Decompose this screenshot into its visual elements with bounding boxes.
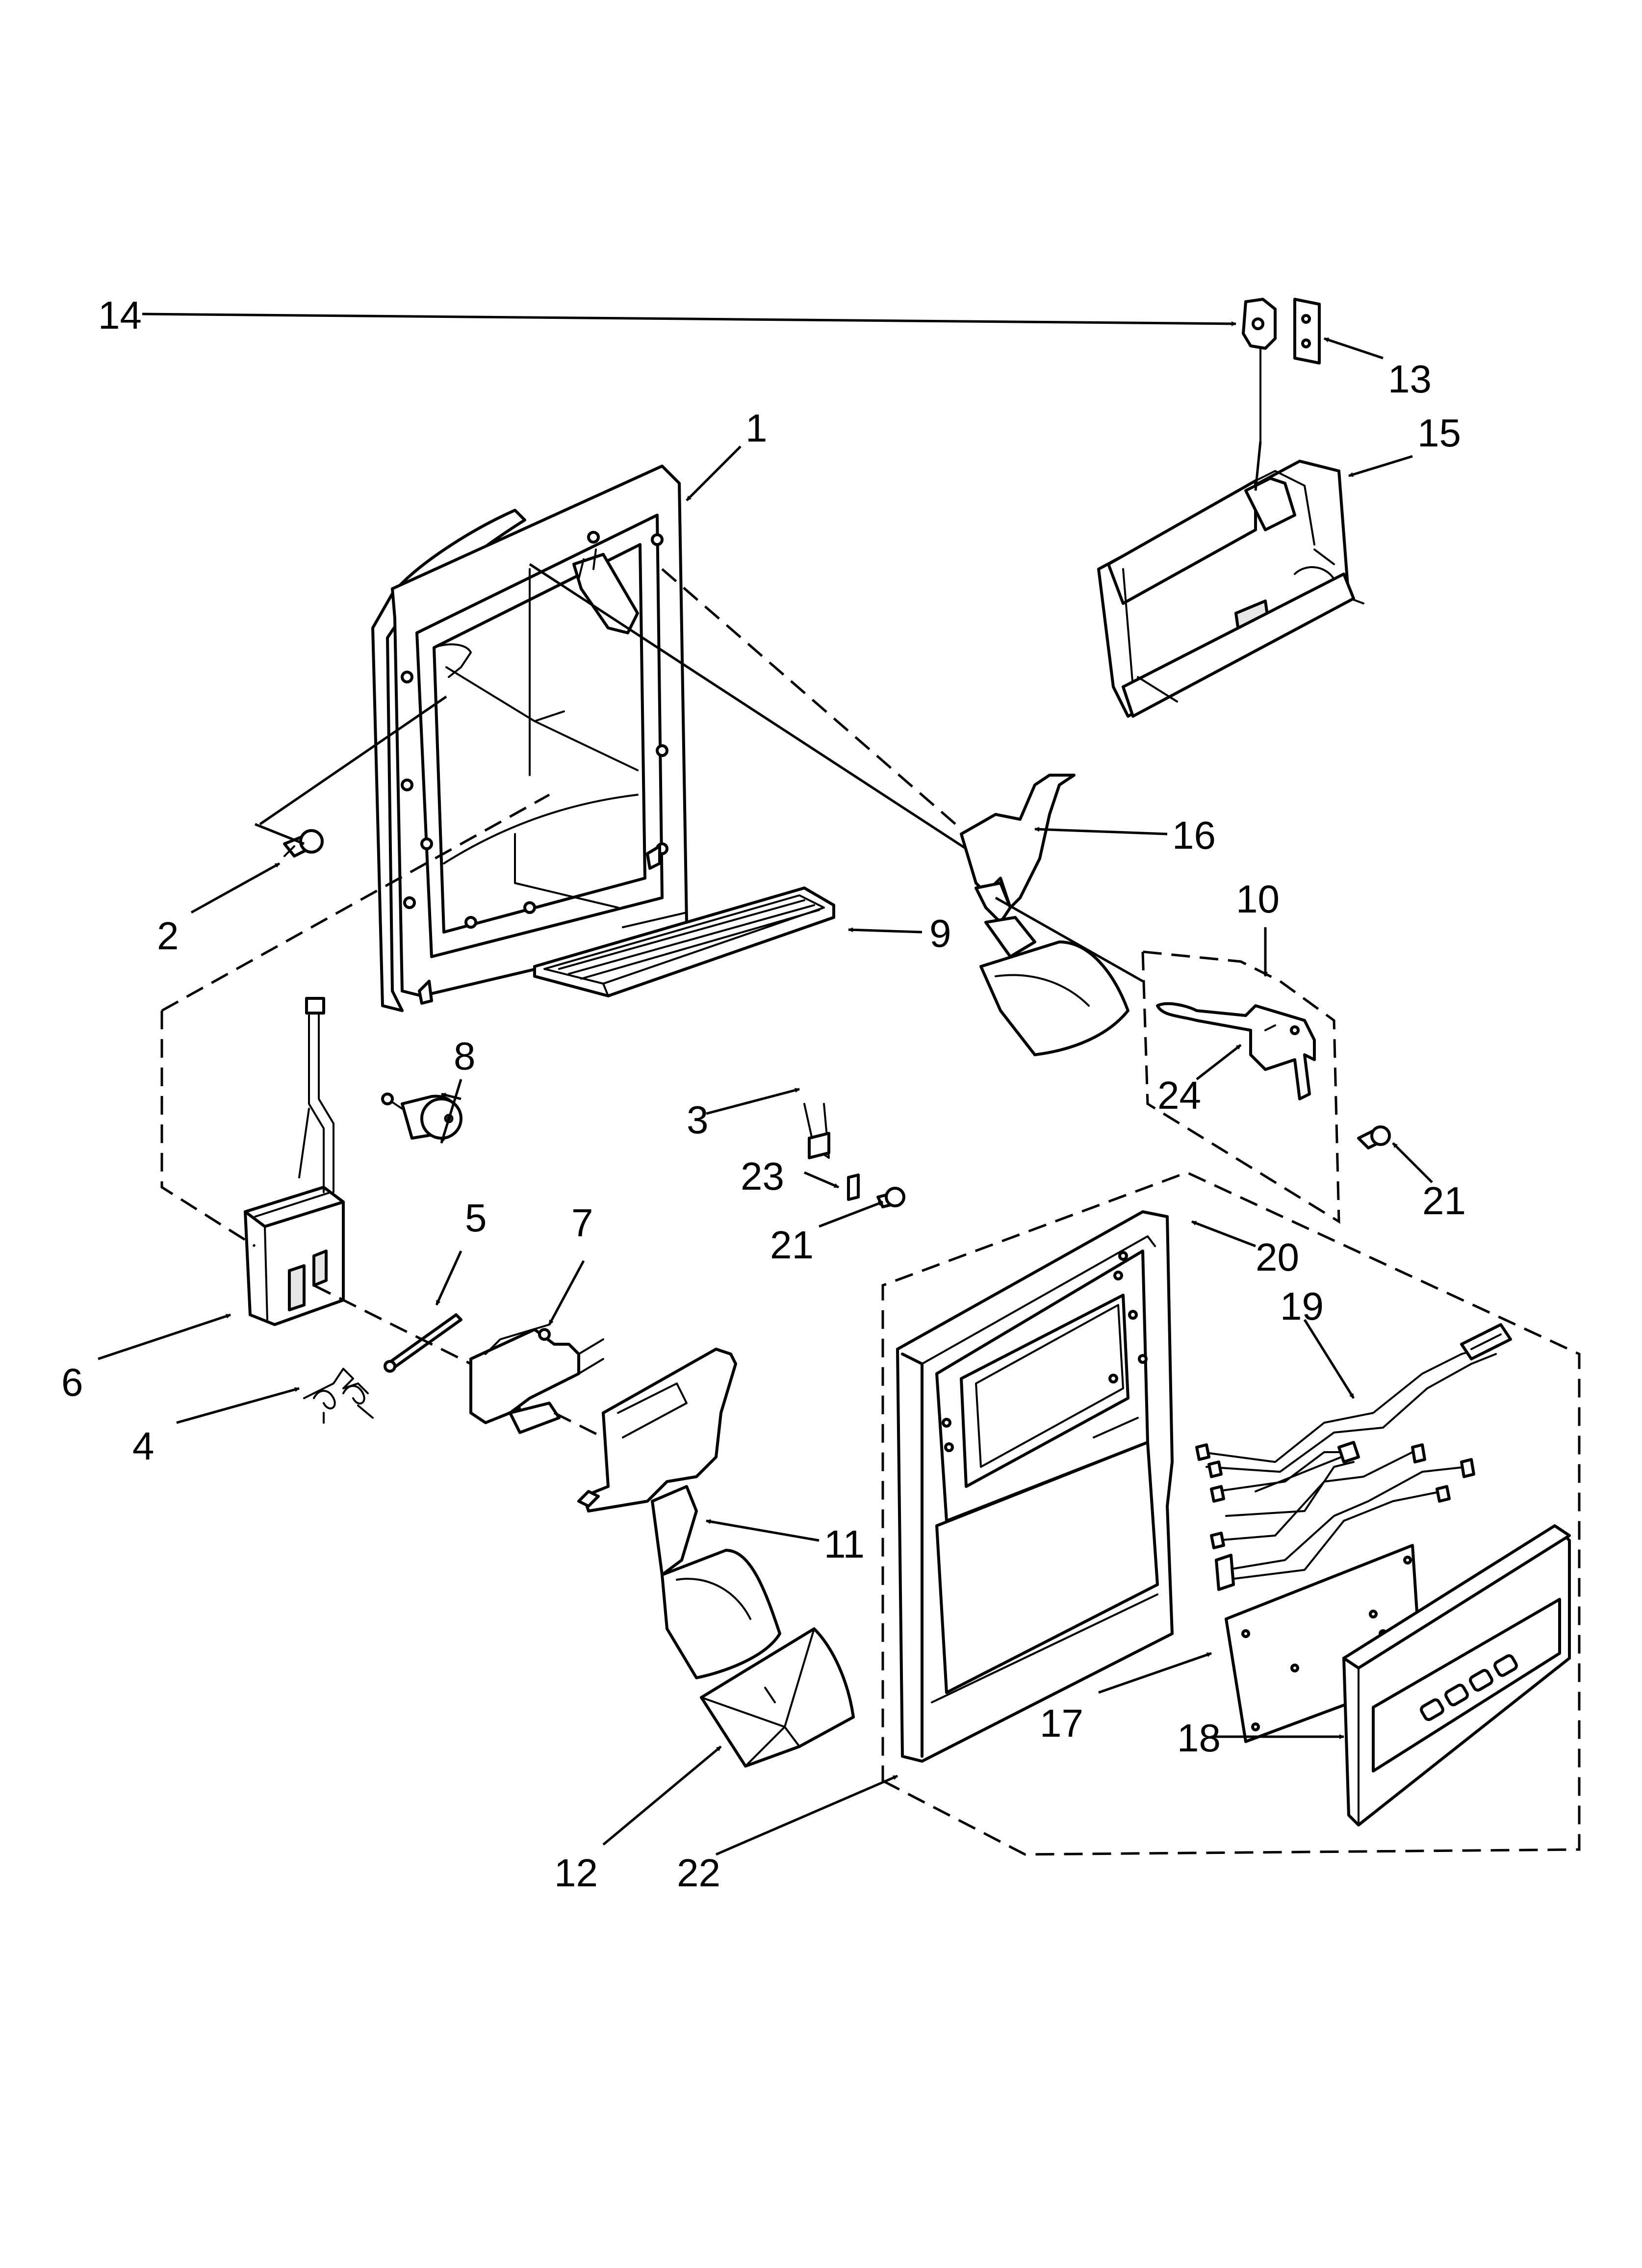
callout-22: 22	[677, 1851, 720, 1895]
callout-9: 9	[929, 912, 951, 955]
callout-10: 10	[1236, 877, 1280, 921]
callout-18: 18	[1177, 1716, 1221, 1760]
lever-part-7	[469, 1324, 604, 1434]
dispenser-front-group-22	[881, 1171, 1581, 1856]
callout-13: 13	[1388, 357, 1432, 401]
shim-part-23	[847, 1173, 860, 1201]
callout-16: 16	[1172, 813, 1216, 857]
front-panel-part-20	[896, 1210, 1174, 1763]
screw-part-21a	[876, 1187, 905, 1208]
funnel-part-12	[700, 1627, 855, 1768]
ice-paddle-part-16	[960, 774, 1129, 1056]
callout-labels: 1 2 3 4 5 6 7 8 9 10 11 12 13 14 15 16 1…	[61, 293, 1466, 1895]
water-paddle-part-11	[577, 1348, 781, 1679]
callout-1: 1	[745, 406, 768, 450]
callout-12: 12	[554, 1851, 598, 1895]
callout-11: 11	[824, 1522, 865, 1566]
bracket-part-15	[1097, 460, 1364, 718]
callout-8: 8	[454, 1034, 476, 1078]
pin-part-5	[384, 1313, 462, 1373]
drip-tray-part	[533, 886, 835, 997]
callout-2: 2	[157, 914, 179, 958]
callout-21-center: 21	[770, 1223, 814, 1267]
screw-part-2	[283, 829, 324, 858]
callout-3: 3	[687, 1098, 709, 1142]
callout-19: 19	[1280, 1284, 1324, 1328]
housing-frame-part	[371, 465, 688, 1012]
solenoid-part-8	[381, 1093, 462, 1140]
switch-part-14	[1242, 298, 1277, 443]
callout-14: 14	[98, 293, 142, 337]
callout-17: 17	[1040, 1701, 1083, 1745]
callout-7: 7	[571, 1201, 593, 1245]
callout-15: 15	[1417, 411, 1461, 455]
callout-21-right: 21	[1422, 1179, 1466, 1223]
callout-24: 24	[1157, 1073, 1201, 1117]
screw-part-21b	[1357, 1125, 1391, 1149]
spring-part-4	[303, 1368, 374, 1424]
callout-5: 5	[465, 1196, 487, 1240]
clip-part-3	[803, 1103, 830, 1159]
bracket-assembly-group-10	[1141, 950, 1340, 1224]
control-panel-part-18	[1342, 1524, 1571, 1826]
module-part-6	[244, 997, 345, 1326]
callout-6: 6	[61, 1360, 83, 1404]
callout-23: 23	[741, 1154, 784, 1198]
wire-harness-part-19	[1195, 1323, 1512, 1591]
callout-4: 4	[132, 1424, 154, 1468]
callout-20: 20	[1256, 1235, 1299, 1279]
alignment-lines	[160, 441, 1262, 1439]
insulator-part-13	[1293, 298, 1321, 365]
callout-leader-lines	[98, 313, 1433, 1856]
